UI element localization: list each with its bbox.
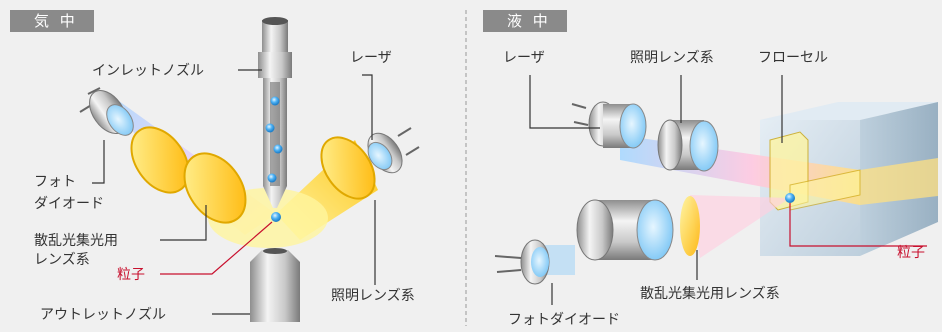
gas-label-photodiode-1: フォト <box>34 174 76 190</box>
liquid-label-scatter-lens: 散乱光集光用レンズ系 <box>640 285 780 302</box>
gas-leader-particle <box>160 221 273 275</box>
liquid-leader-particle <box>789 203 927 247</box>
liquid-laser <box>571 101 647 149</box>
gas-inlet-particle <box>273 144 283 154</box>
gas-leader-scatter-lens <box>160 205 207 241</box>
gas-leader-photodiode <box>92 140 105 184</box>
gas-scatter-lens-system <box>130 126 247 224</box>
gas-section: 気 中 <box>10 10 420 323</box>
liquid-section: 液 中 <box>483 10 938 328</box>
gas-label-scatter-lens-1: 散乱光集光用 <box>34 232 118 249</box>
liquid-label-laser: レーザ <box>503 50 545 66</box>
liquid-particle <box>785 193 795 203</box>
liquid-label-flow-cell: フローセル <box>758 50 828 66</box>
gas-title: 気 中 <box>34 12 78 30</box>
gas-label-photodiode-2: ダイオード <box>34 196 104 212</box>
liquid-label-photodiode: フォトダイオード <box>508 312 620 328</box>
liquid-label-particle: 粒子 <box>897 245 925 261</box>
gas-photodiode <box>79 87 134 136</box>
liquid-photodiode <box>494 239 575 285</box>
liquid-scatter-beam <box>690 195 790 258</box>
gas-particle <box>271 212 281 222</box>
gas-laser <box>367 127 420 174</box>
gas-leader-laser <box>362 74 373 140</box>
gas-inlet-nozzle <box>258 17 292 208</box>
liquid-beam-exit <box>860 158 938 205</box>
gas-title-badge <box>10 10 94 32</box>
liquid-label-illumination-lens: 照明レンズ系 <box>630 50 714 66</box>
gas-inlet-particle <box>270 96 280 106</box>
liquid-scatter-lens-system <box>576 196 700 261</box>
gas-outlet-nozzle <box>250 248 300 322</box>
liquid-title-badge <box>483 10 567 32</box>
gas-label-outlet-nozzle: アウトレットノズル <box>40 307 166 323</box>
liquid-leader-laser <box>529 75 600 129</box>
gas-label-scatter-lens-2: レンズ系 <box>34 252 90 268</box>
gas-label-particle: 粒子 <box>117 267 145 283</box>
gas-label-laser: レーザ <box>350 50 392 66</box>
gas-illumination-lens-system <box>320 136 376 200</box>
gas-inlet-particle <box>267 173 277 183</box>
gas-inlet-particle <box>265 123 275 133</box>
liquid-title: 液 中 <box>507 12 551 30</box>
liquid-illumination-lens-system <box>657 119 719 172</box>
gas-label-inlet-nozzle: インレットノズル <box>92 63 204 79</box>
gas-label-illumination-lens: 照明レンズ系 <box>331 288 415 304</box>
